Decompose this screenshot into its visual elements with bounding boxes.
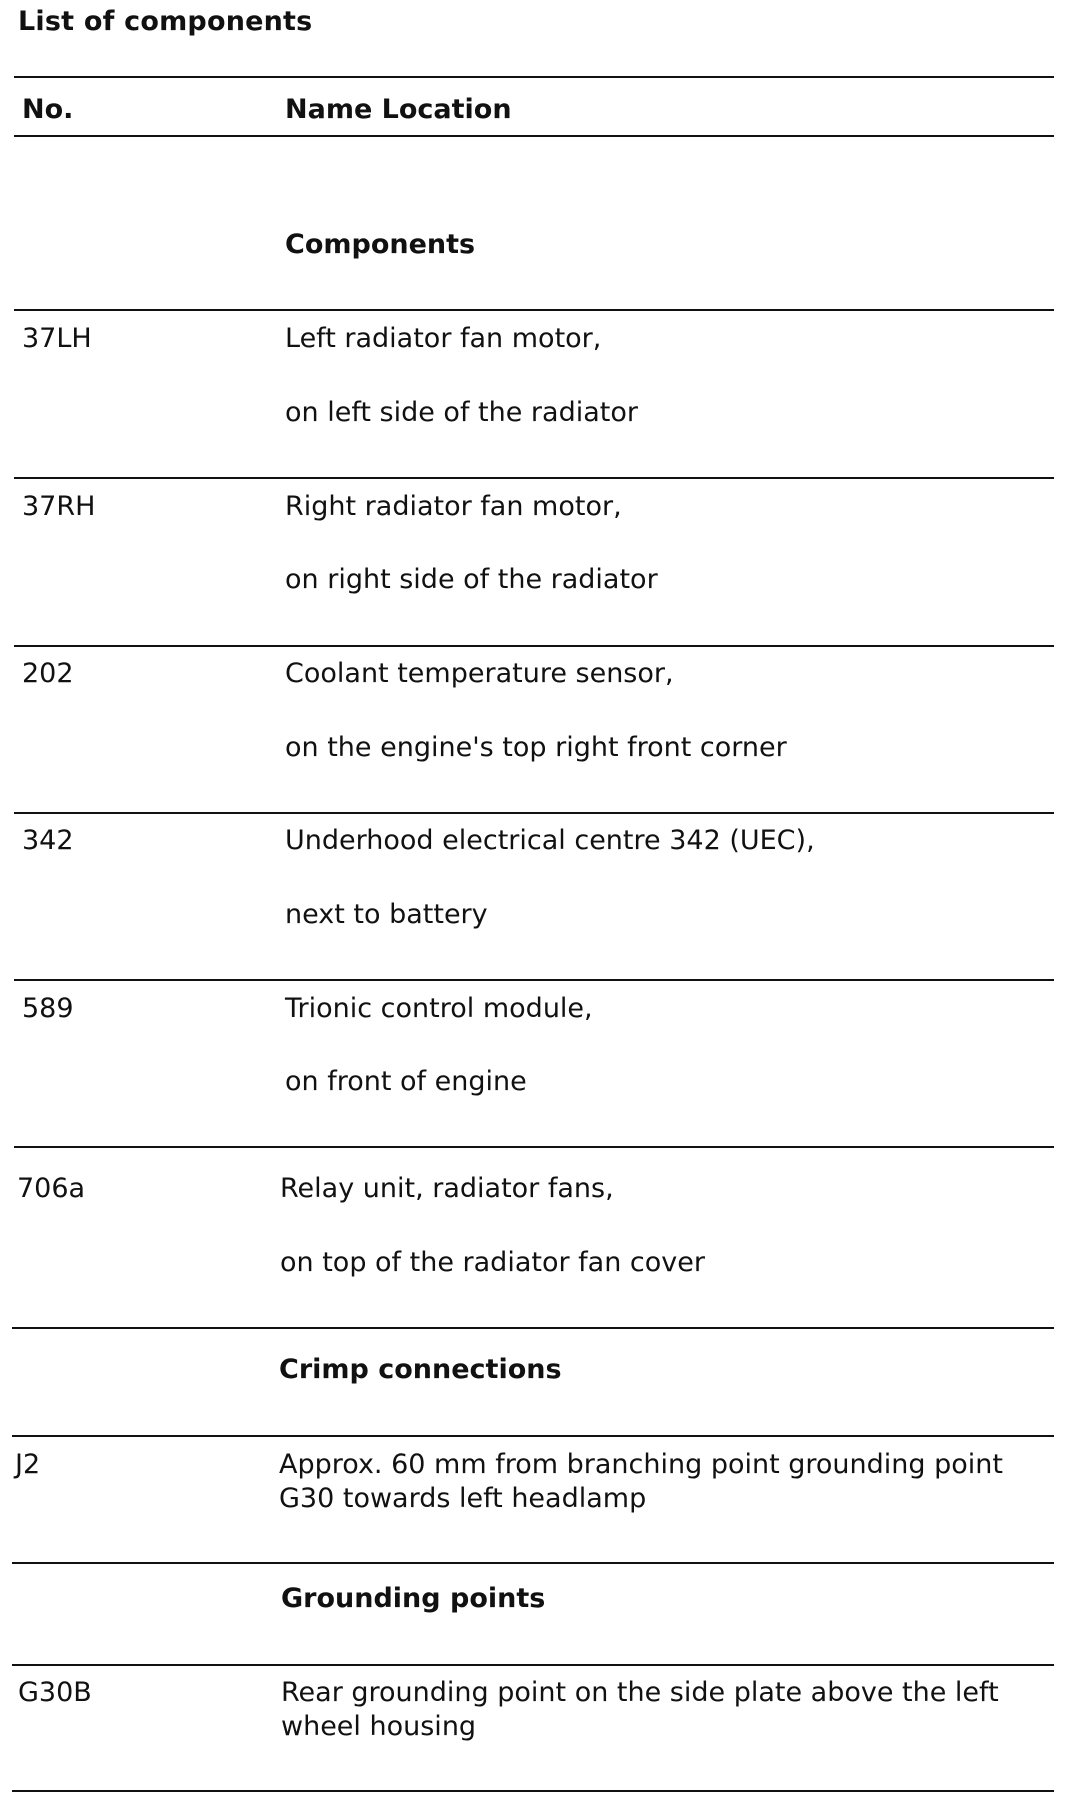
crimp-no: J2 <box>15 1449 41 1480</box>
section-heading-components: Components <box>285 229 476 260</box>
header-name-location: Name Location <box>285 94 512 125</box>
component-name: Underhood electrical centre 342 (UEC), <box>285 825 815 856</box>
component-name: Relay unit, radiator fans, <box>280 1173 614 1204</box>
row-divider <box>14 477 1054 479</box>
component-location: on right side of the radiator <box>285 564 658 595</box>
document-title: List of components <box>18 6 313 37</box>
row-divider <box>12 1435 1054 1437</box>
component-name: Right radiator fan motor, <box>285 491 622 522</box>
table-bottom-rule <box>12 1790 1054 1792</box>
component-no: 37RH <box>22 491 96 522</box>
row-divider <box>14 1146 1054 1148</box>
component-location: on left side of the radiator <box>285 397 638 428</box>
component-no: 37LH <box>22 323 92 354</box>
component-location: next to battery <box>285 899 488 930</box>
component-location: on the engine's top right front corner <box>285 732 787 763</box>
row-divider <box>14 812 1054 814</box>
table-top-rule <box>14 76 1054 78</box>
row-divider <box>12 1664 1054 1666</box>
header-no: No. <box>22 94 74 125</box>
row-divider <box>14 645 1054 647</box>
component-name: Left radiator fan motor, <box>285 323 602 354</box>
component-no: 706a <box>17 1173 86 1204</box>
row-divider <box>14 979 1054 981</box>
row-divider <box>12 1562 1054 1564</box>
header-bottom-rule <box>14 135 1054 137</box>
section-heading-grounding-points: Grounding points <box>281 1583 546 1614</box>
component-name: Trionic control module, <box>285 993 593 1024</box>
row-divider <box>12 1327 1054 1329</box>
grounding-no: G30B <box>18 1677 92 1708</box>
component-location: on top of the radiator fan cover <box>280 1247 705 1278</box>
section-heading-crimp-connections: Crimp connections <box>279 1354 562 1385</box>
component-no: 589 <box>22 993 74 1024</box>
grounding-description: Rear grounding point on the side plate a… <box>281 1677 999 1742</box>
component-no: 202 <box>22 658 74 689</box>
component-name: Coolant temperature sensor, <box>285 658 674 689</box>
component-no: 342 <box>22 825 74 856</box>
component-location: on front of engine <box>285 1066 527 1097</box>
row-divider <box>14 309 1054 311</box>
crimp-description: Approx. 60 mm from branching point groun… <box>279 1449 1003 1514</box>
